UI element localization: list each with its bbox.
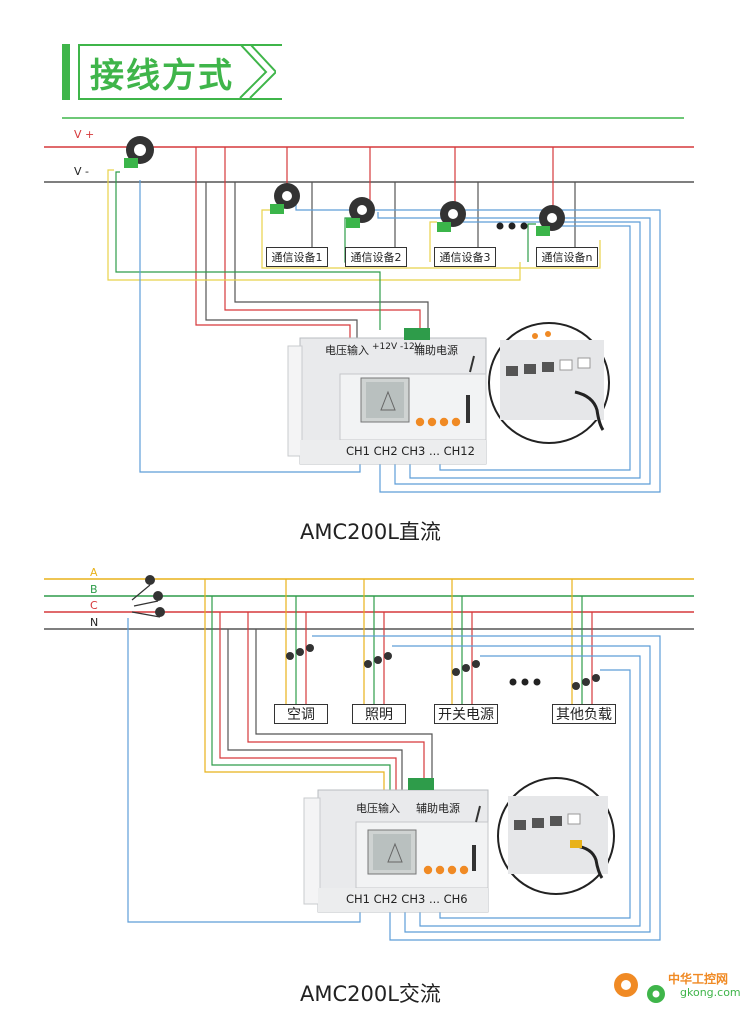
dc-vpos-label: V + — [74, 128, 95, 141]
ac-phase-n-label: N — [90, 616, 99, 629]
ac-ct-sensor-main — [131, 575, 165, 618]
dc-ct-sensor-n — [536, 205, 565, 236]
title-accent-bar — [62, 44, 70, 100]
watermark-cn: 中华工控网 — [668, 972, 729, 986]
dc-channels-label: CH1 CH2 CH3 ... CH12 — [346, 444, 475, 458]
dc-caption: AMC200L直流 — [300, 520, 441, 544]
ac-load-other: 其他负载 — [552, 704, 616, 724]
dc-ct-sensor-main — [124, 136, 154, 168]
dc-aux-power-label: 辅助电源 — [414, 344, 458, 357]
ac-voltage-input-label: 电压输入 — [356, 802, 400, 815]
watermark-url: gkong.com — [680, 986, 741, 999]
title-chevron-icon — [239, 44, 276, 99]
dc-voltage-input-label: 电压输入 — [325, 344, 369, 357]
dc-vneg-label: V - — [74, 165, 89, 178]
ac-zoom-inset — [497, 777, 615, 895]
section-title: 接线方式 — [78, 44, 282, 100]
dc-zoom-inset — [488, 322, 610, 444]
dc-device-1: 通信设备1 — [266, 247, 328, 267]
dc-ct-sensor-1 — [270, 183, 300, 214]
ac-meter — [303, 778, 489, 913]
ac-load-aircon: 空调 — [274, 704, 328, 724]
dc-more-dots — [496, 222, 528, 230]
ac-ct-sensor-n — [572, 674, 600, 690]
ac-caption: AMC200L交流 — [300, 982, 441, 1006]
dc-ct-sensor-3 — [437, 201, 466, 232]
ac-ct-sensor-3 — [452, 660, 480, 676]
dc-device-n: 通信设备n — [536, 247, 598, 267]
ac-load-switch-power: 开关电源 — [434, 704, 498, 724]
dc-diagram — [44, 117, 694, 493]
dc-power-polarity-label: +12V -12V — [372, 342, 421, 352]
ac-load-lighting: 照明 — [352, 704, 406, 724]
ac-phase-b-label: B — [90, 583, 98, 596]
watermark-gear-icon — [614, 973, 665, 1003]
dc-device-2: 通信设备2 — [345, 247, 407, 267]
ac-diagram — [44, 575, 694, 941]
dc-ct-sensor-2 — [346, 197, 375, 228]
ac-more-dots — [509, 678, 541, 686]
ac-channels-label: CH1 CH2 CH3 ... CH6 — [346, 892, 468, 906]
ac-phase-a-label: A — [90, 566, 98, 579]
dc-device-3: 通信设备3 — [434, 247, 496, 267]
ac-ct-sensor-1 — [286, 644, 314, 660]
dc-meter — [287, 328, 487, 465]
ac-phase-c-label: C — [90, 599, 98, 612]
ac-ct-sensor-2 — [364, 652, 392, 668]
section-title-text: 接线方式 — [90, 55, 234, 96]
ac-aux-power-label: 辅助电源 — [416, 802, 460, 815]
